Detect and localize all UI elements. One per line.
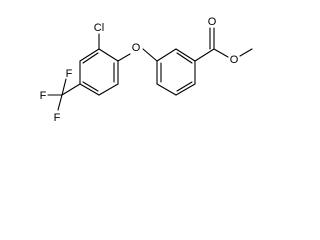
bond <box>57 94 63 111</box>
bond <box>98 48 119 62</box>
bond <box>175 83 196 96</box>
chemical-structure: Cl O O O F F F <box>40 16 253 124</box>
bond <box>175 48 196 62</box>
bond <box>79 83 100 96</box>
fluorine-label: F <box>66 68 73 80</box>
bond <box>213 48 229 58</box>
ester-oxygen-label: O <box>230 54 239 66</box>
bond <box>156 83 177 96</box>
bond <box>239 48 253 57</box>
bond <box>98 83 119 96</box>
fluorine-label: F <box>54 112 61 124</box>
bond <box>176 81 193 92</box>
bond <box>194 48 215 62</box>
bond <box>176 52 193 64</box>
bond <box>82 81 99 92</box>
bonds <box>47 27 253 111</box>
bond <box>142 48 158 62</box>
bond <box>82 52 99 64</box>
bond <box>117 53 131 62</box>
bond <box>61 78 67 96</box>
chlorine-label: Cl <box>94 22 104 34</box>
atom-labels: Cl O O O F F F <box>40 16 239 124</box>
fluorine-label: F <box>40 90 47 102</box>
carbonyl-oxygen-label: O <box>208 16 217 28</box>
bond <box>79 48 100 62</box>
bond <box>156 48 177 62</box>
bond <box>61 83 81 96</box>
ether-oxygen-label: O <box>132 42 141 54</box>
